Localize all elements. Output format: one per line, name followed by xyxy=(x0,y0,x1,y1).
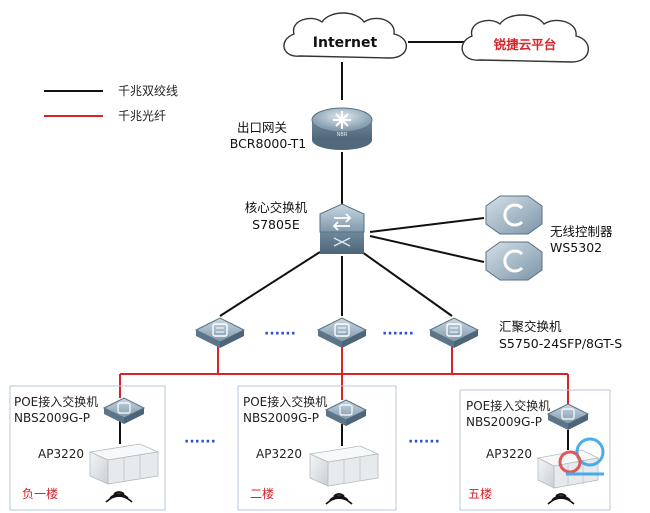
floor-label-1: 负一楼 xyxy=(22,486,58,501)
link-core-ctrl1 xyxy=(369,217,485,233)
access-switch-name-1: POE接入交换机 xyxy=(14,394,98,409)
wireless-controller-icon-1 xyxy=(485,195,543,235)
aggregation-switch-icon-1 xyxy=(194,317,246,348)
wifi-icon-2 xyxy=(325,493,353,505)
access-switch-icon-3 xyxy=(546,403,590,430)
access-switch-model-2: NBS2009G-P xyxy=(243,411,319,425)
ap-device-icon-3 xyxy=(536,449,600,489)
access-switch-model-3: NBS2009G-P xyxy=(466,415,542,429)
agg-ellipsis-1: ······ xyxy=(264,326,296,342)
aggregation-switch-icon-3 xyxy=(428,317,480,348)
floor-box-2: POE接入交换机 NBS2009G-P AP3220 二楼 xyxy=(237,385,397,511)
core-switch-model: S7805E xyxy=(252,217,300,232)
wireless-controller-model: WS5302 xyxy=(550,240,602,255)
aggregation-switch-name: 汇聚交换机 xyxy=(499,319,562,334)
ap-label-2: AP3220 xyxy=(256,447,302,461)
link-core-agg3 xyxy=(361,251,453,317)
core-switch-icon xyxy=(319,203,365,254)
gateway-name: 出口网关 xyxy=(237,120,287,135)
cloud-platform: 锐捷云平台 xyxy=(461,14,589,63)
access-switch-model-1: NBS2009G-P xyxy=(14,411,90,425)
gateway-model: BCR8000-T1 xyxy=(230,136,307,151)
fiber-links xyxy=(119,346,569,404)
floor-box-1: POE接入交换机 NBS2009G-P AP3220 负一楼 xyxy=(9,385,166,511)
floor-ellipsis-2: ······ xyxy=(408,434,440,450)
cloud-platform-label: 锐捷云平台 xyxy=(494,37,557,52)
core-switch-name: 核心交换机 xyxy=(245,200,308,215)
wireless-controller-name: 无线控制器 xyxy=(550,224,613,239)
internet-label: Internet xyxy=(313,35,378,51)
ap-device-icon-2 xyxy=(308,445,380,487)
access-switch-name-3: POE接入交换机 xyxy=(466,398,550,413)
aggregation-switch-icon-2 xyxy=(316,317,368,348)
copper-links xyxy=(119,41,569,450)
wireless-controller-icon-2 xyxy=(485,241,543,281)
legend: 千兆双绞线 千兆光纤 xyxy=(44,83,178,123)
gateway-router-icon: NBR xyxy=(311,107,373,150)
legend-copper-label: 千兆双绞线 xyxy=(118,83,178,98)
internet-cloud: Internet xyxy=(283,12,407,59)
ap-label-3: AP3220 xyxy=(486,447,532,461)
access-switch-icon-2 xyxy=(324,399,368,426)
access-switch-name-2: POE接入交换机 xyxy=(243,394,327,409)
ap-label-1: AP3220 xyxy=(38,447,84,461)
watermark-logo-icon xyxy=(558,437,605,476)
floor-label-3: 五楼 xyxy=(468,486,492,501)
floor-label-2: 二楼 xyxy=(250,486,274,501)
aggregation-switch-model: S5750-24SFP/8GT-S xyxy=(499,336,622,351)
gateway-badge: NBR xyxy=(337,132,348,138)
link-core-agg1 xyxy=(219,251,321,317)
floor-box-3: POE接入交换机 NBS2009G-P AP3220 五楼 xyxy=(459,389,611,511)
floor-ellipsis-1: ······ xyxy=(184,434,216,450)
ap-device-icon-1 xyxy=(88,443,160,485)
wifi-icon-3 xyxy=(547,493,575,505)
link-core-ctrl2 xyxy=(369,235,485,263)
legend-fiber-label: 千兆光纤 xyxy=(118,109,166,123)
access-switch-icon-1 xyxy=(102,397,146,424)
wifi-icon-1 xyxy=(105,491,133,503)
agg-ellipsis-2: ······ xyxy=(382,326,414,342)
